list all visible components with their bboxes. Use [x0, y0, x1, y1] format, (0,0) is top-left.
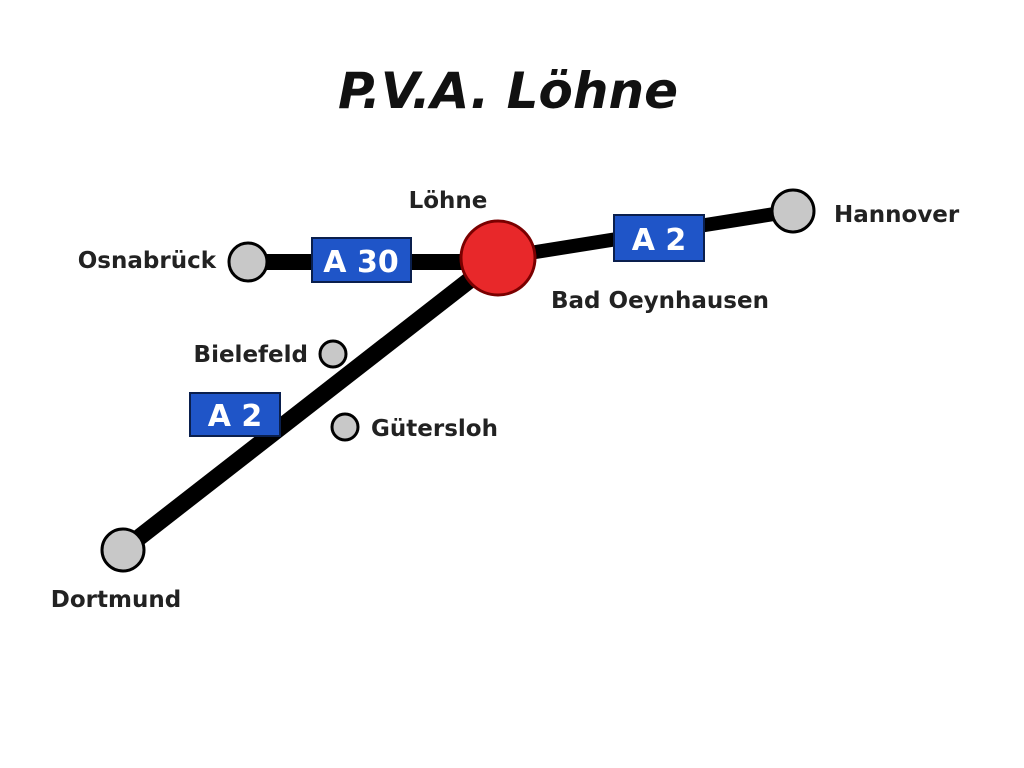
city-label-osnabrueck: Osnabrück	[78, 248, 217, 274]
road-a2-southwest	[114, 249, 507, 559]
city-label-hannover: Hannover	[834, 202, 960, 228]
map-title: P.V.A. Löhne	[338, 62, 678, 120]
city-label-dortmund: Dortmund	[51, 587, 181, 613]
shield-a2-southwest: A 2	[189, 392, 281, 437]
shield-a30-label: A 30	[323, 245, 398, 280]
hub-label-bottom: Bad Oeynhausen	[551, 288, 769, 314]
city-node-osnabrueck	[227, 241, 269, 283]
shield-a2-southwest-label: A 2	[208, 399, 263, 434]
shield-a30: A 30	[311, 237, 412, 283]
shield-a2-east-label: A 2	[632, 223, 687, 258]
city-node-dortmund	[100, 527, 146, 573]
hub-label-top: Löhne	[409, 188, 488, 214]
city-label-bielefeld: Bielefeld	[194, 342, 308, 368]
city-node-bielefeld	[318, 339, 348, 369]
hub-node-loehne	[459, 219, 537, 297]
city-node-guetersloh	[330, 412, 360, 442]
city-label-guetersloh: Gütersloh	[371, 416, 498, 442]
city-node-hannover	[770, 188, 816, 234]
shield-a2-east: A 2	[613, 214, 705, 262]
